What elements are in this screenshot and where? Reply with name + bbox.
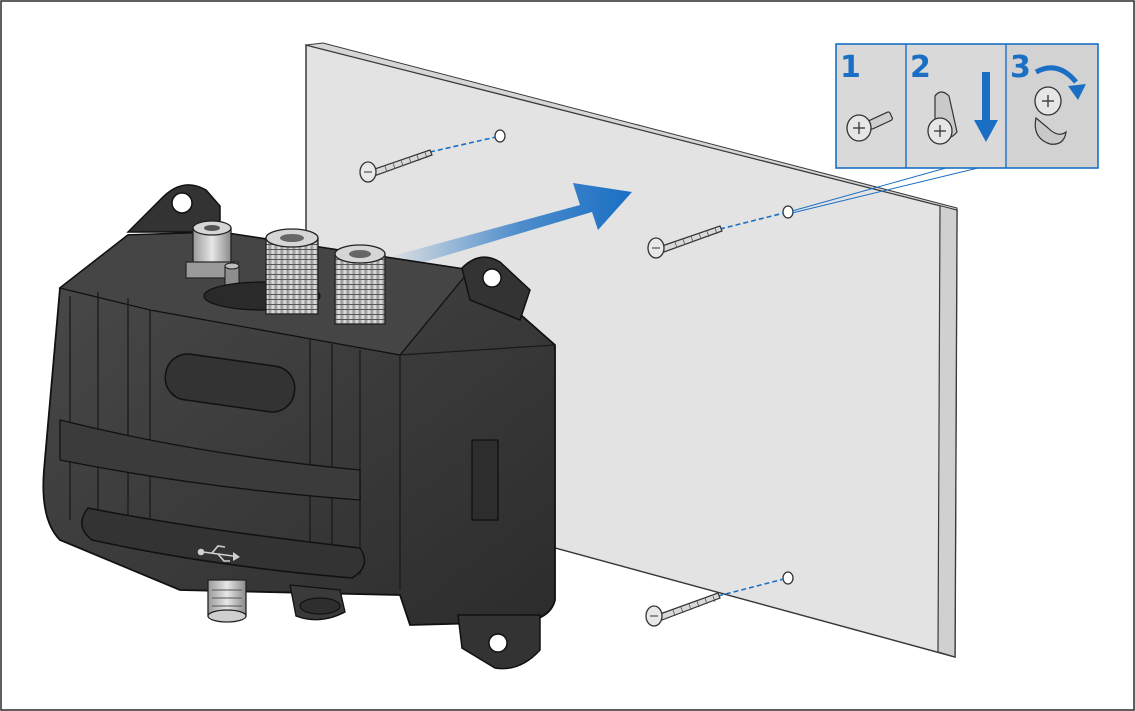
screw-bottom <box>645 592 721 627</box>
network-connector <box>207 579 247 623</box>
pilot-hole-bottom <box>782 571 794 585</box>
callout-leader-lines <box>791 167 979 214</box>
panel-side-edge <box>937 204 958 658</box>
ais-receiver-unit <box>42 184 556 670</box>
step-2-insert-icon <box>927 91 958 145</box>
front-label-recess <box>164 353 296 413</box>
screw-top <box>359 149 433 183</box>
screw-middle <box>647 225 723 259</box>
pilot-hole-top <box>494 129 506 143</box>
side-vent <box>471 439 499 521</box>
panel-top-edge <box>305 42 958 211</box>
vhf-antenna-connector <box>265 228 319 315</box>
step-3-number: 3 <box>1010 50 1031 85</box>
pilot-hole-middle <box>782 205 794 219</box>
usb-icon <box>197 545 240 562</box>
power-connector <box>289 584 346 621</box>
step-3-rotate-icon <box>1034 65 1086 145</box>
step-2-down-arrow-icon <box>974 72 998 142</box>
step-2-number: 2 <box>910 50 931 85</box>
mounting-direction-arrow <box>385 183 632 270</box>
step-1-screw-icon <box>846 111 893 142</box>
screw-guide-lines <box>429 136 785 597</box>
vhf-splitter-connector <box>334 244 386 325</box>
step-1-number: 1 <box>840 50 861 85</box>
usb-cover <box>81 507 366 579</box>
step-callout: 1 2 3 <box>835 43 1099 169</box>
mounting-flange-right <box>461 256 531 321</box>
gps-connector <box>185 220 239 279</box>
